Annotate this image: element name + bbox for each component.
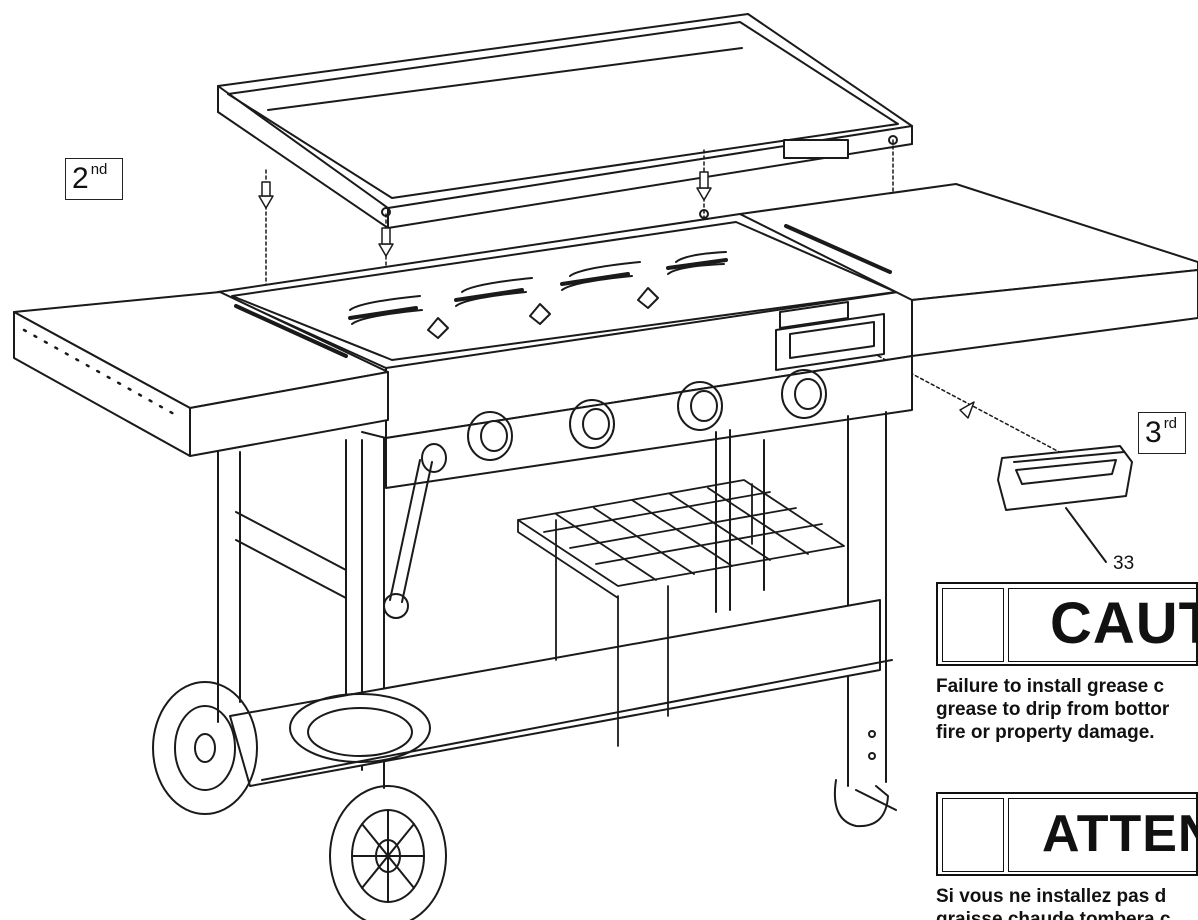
griddle-plate [217, 13, 913, 229]
firebox [217, 213, 913, 489]
right-side-shelf [739, 183, 1198, 357]
attention-header: ATTEN [936, 792, 1198, 876]
cart-frame [217, 411, 893, 789]
step-number: 2 [72, 162, 89, 195]
caution-title: CAUT [1050, 591, 1198, 656]
caution-line: Failure to install grease c [936, 676, 1165, 697]
caution-header: CAUT [936, 582, 1198, 666]
caution-line: grease to drip from bottor [936, 699, 1170, 720]
step-suffix: rd [1163, 415, 1178, 432]
attention-line: Si vous ne installez pas d [936, 886, 1167, 907]
caution-line: fire or property damage. [936, 722, 1155, 743]
grease-cup [997, 445, 1133, 563]
step-suffix: nd [90, 161, 108, 178]
left-side-shelf [13, 291, 389, 457]
wheels [152, 681, 897, 920]
part-number-label: 33 [1113, 553, 1135, 574]
step-number: 3 [1145, 416, 1162, 449]
wire-rack [517, 479, 845, 747]
burner-knobs [421, 369, 827, 473]
attention-title: ATTEN [1042, 805, 1198, 863]
attention-line: graisse chaude tombera c [936, 909, 1171, 920]
